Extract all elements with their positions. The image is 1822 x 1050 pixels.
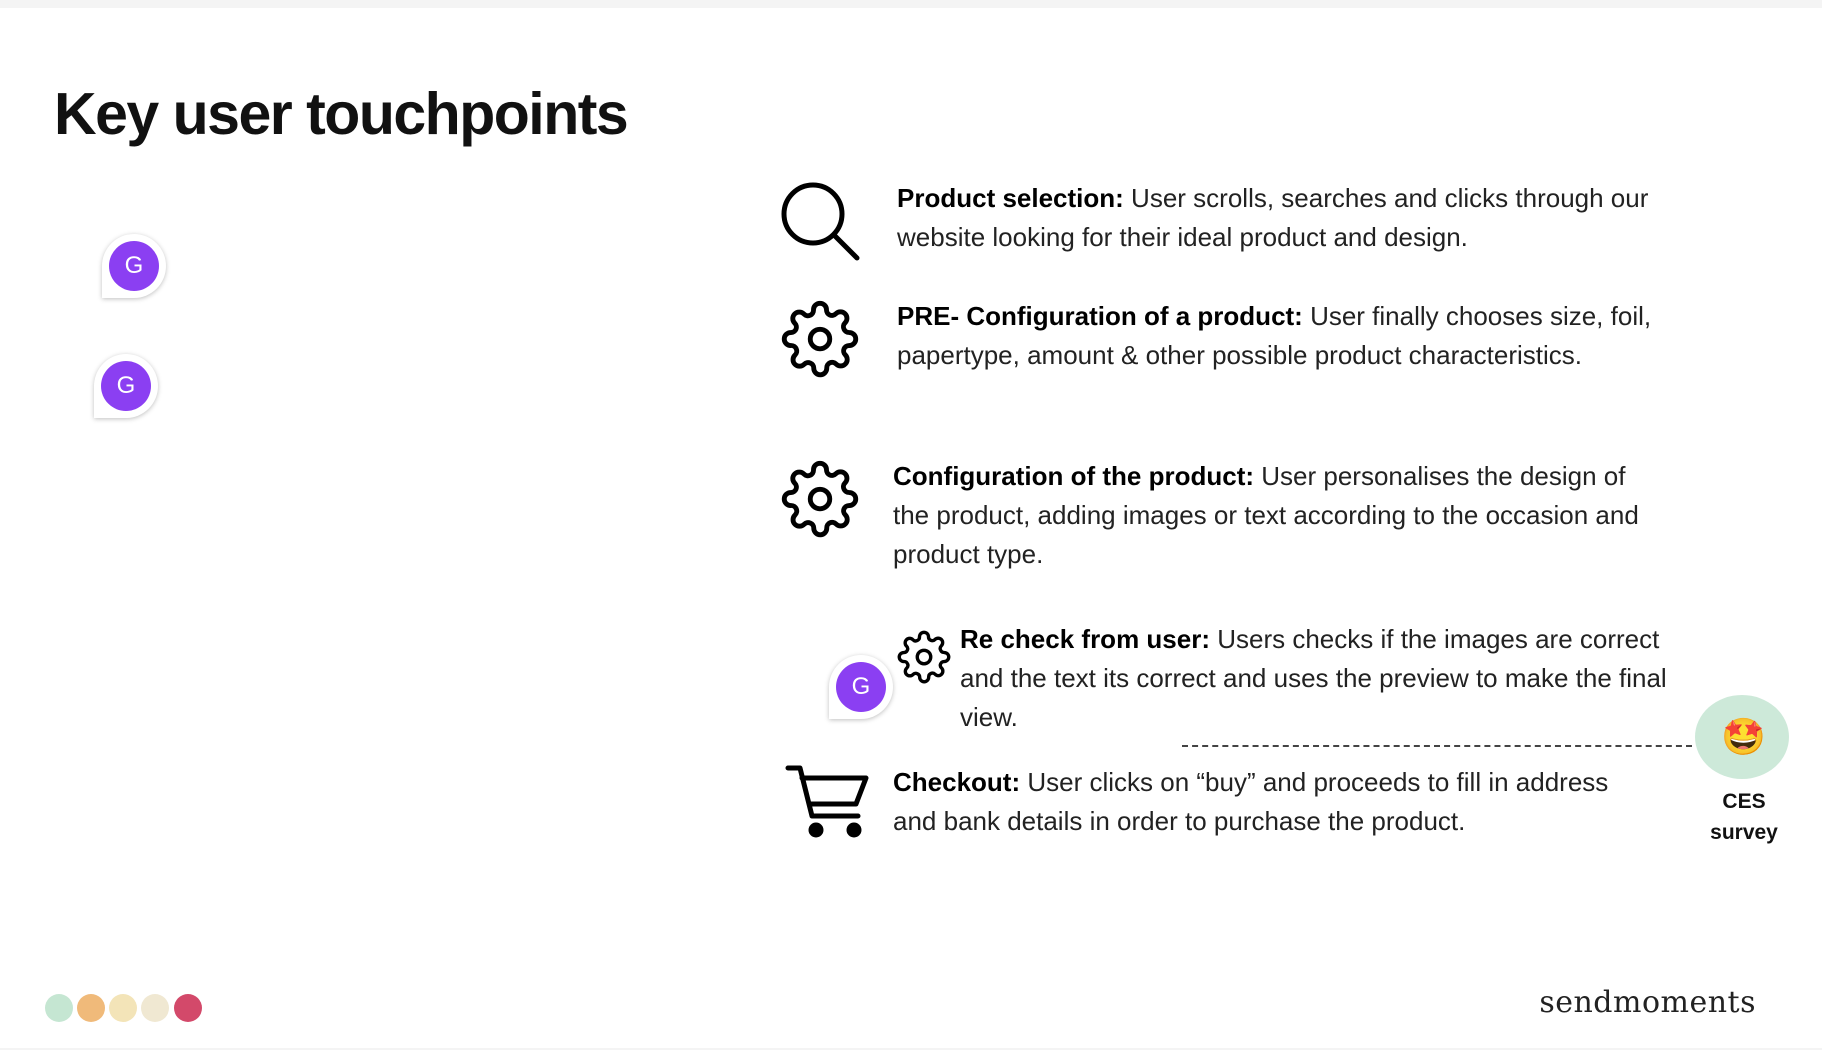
palette-dot	[141, 994, 169, 1022]
palette-dot	[45, 994, 73, 1022]
gear-icon	[781, 300, 859, 378]
ces-survey-label: CES survey	[1700, 786, 1788, 848]
touchpoint-re-check: Re check from user: Users checks if the …	[960, 620, 1695, 737]
touchpoint-body: User personalises the design of the prod…	[893, 461, 1639, 569]
palette-dot	[109, 994, 137, 1022]
touchpoint-product-selection: Product selection: User scrolls, searche…	[897, 179, 1657, 257]
ces-connector-line	[1182, 745, 1692, 747]
touchpoint-body: Users checks if the images are correct a…	[960, 624, 1667, 732]
star-struck-emoji-icon: 🤩	[1721, 716, 1766, 757]
touchpoint-heading: Configuration of the product:	[893, 461, 1255, 491]
brand-logo: sendmoments	[1539, 985, 1756, 1020]
slide: Key user touchpoints G G G	[0, 8, 1822, 1048]
touchpoint-heading: Product selection:	[897, 183, 1124, 213]
touchpoint-body: User scrolls, searches and clicks throug…	[897, 183, 1649, 252]
slide-title: Key user touchpoints	[54, 81, 629, 147]
touchpoint-heading: Checkout:	[893, 767, 1021, 797]
search-icon	[779, 180, 861, 262]
comment-pin[interactable]: G	[94, 354, 158, 418]
touchpoint-pre-configuration: PRE- Configuration of a product: User fi…	[897, 297, 1657, 375]
ces-label-line2: survey	[1710, 821, 1778, 844]
touchpoint-heading: PRE- Configuration of a product:	[897, 301, 1303, 331]
avatar: G	[101, 361, 151, 411]
avatar: G	[836, 662, 886, 712]
gear-icon	[897, 630, 951, 684]
touchpoint-configuration: Configuration of the product: User perso…	[893, 457, 1653, 574]
palette-dot	[77, 994, 105, 1022]
touchpoint-heading: Re check from user:	[960, 624, 1210, 654]
comment-pin[interactable]: G	[102, 234, 166, 298]
touchpoint-body: User finally chooses size, foil, paperty…	[897, 301, 1652, 370]
touchpoint-checkout: Checkout: User clicks on “buy” and proce…	[893, 763, 1653, 841]
cart-icon	[784, 762, 870, 842]
touchpoint-body: User clicks on “buy” and proceeds to fil…	[893, 767, 1609, 836]
ces-survey-badge[interactable]	[1695, 695, 1789, 779]
gear-icon	[781, 460, 859, 538]
avatar: G	[109, 241, 159, 291]
ces-label-line1: CES	[1722, 790, 1766, 813]
comment-pin[interactable]: G	[829, 655, 893, 719]
palette-dot	[174, 994, 202, 1022]
